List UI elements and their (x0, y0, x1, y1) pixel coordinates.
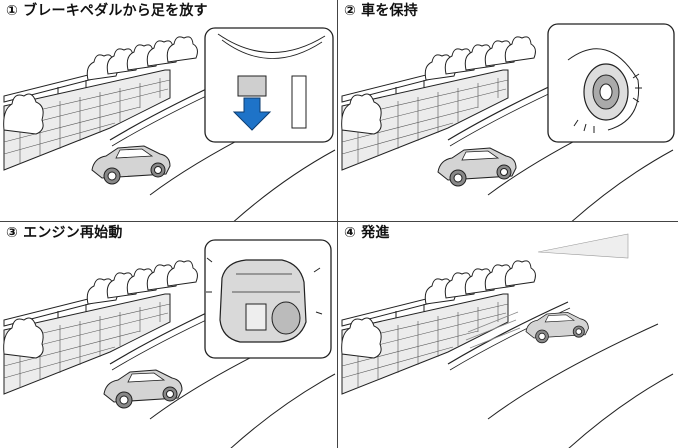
step-caption: ② 車を保持 (344, 3, 418, 19)
step-caption: ③ エンジン再始動 (6, 225, 123, 241)
step-panel-2: ② 車を保持 (338, 0, 678, 221)
step-panel-4: ④ 発進 (338, 222, 678, 448)
car-illustration (103, 369, 183, 409)
step-caption: ① ブレーキペダルから足を放す (6, 3, 208, 19)
road-scene-illustration (341, 23, 675, 221)
brake-disc-callout (547, 23, 675, 143)
horizontal-divider (0, 221, 678, 222)
vertical-divider (337, 0, 338, 448)
down-arrow-icon (232, 97, 272, 131)
road-scene-illustration (3, 239, 336, 448)
road-scene-illustration (3, 27, 336, 221)
step-caption: ④ 発進 (344, 225, 390, 241)
engine-callout (204, 239, 332, 359)
car-illustration (91, 145, 171, 185)
step-panel-1: ① ブレーキペダルから足を放す (0, 0, 337, 221)
road-scene-illustration (341, 233, 674, 448)
car-illustration (437, 147, 517, 187)
brake-pedal-callout (204, 27, 334, 143)
step-panel-3: ③ エンジン再始動 (0, 222, 337, 448)
